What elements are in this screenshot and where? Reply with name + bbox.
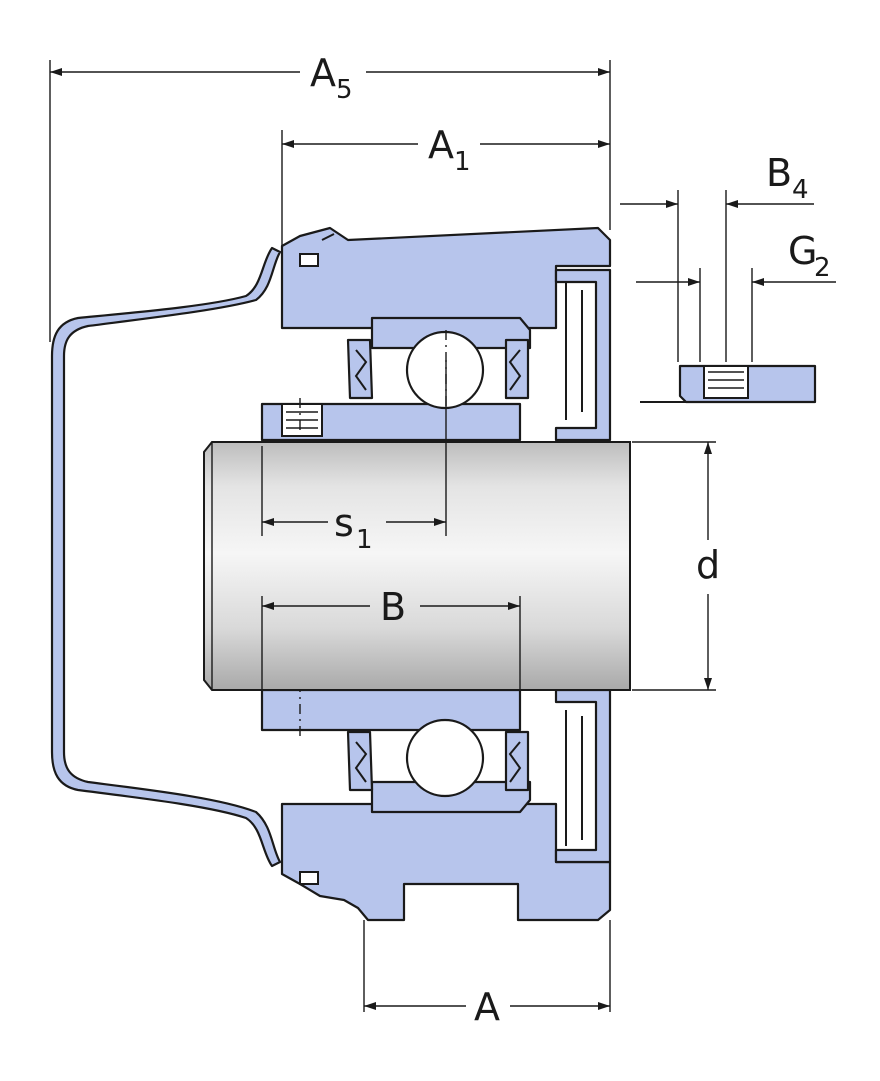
label-G2: G 2 [788, 229, 831, 283]
svg-text:5: 5 [336, 75, 353, 105]
shaft [203, 441, 631, 691]
housing-bottom [280, 802, 612, 922]
detail-inset-set-screw [640, 364, 817, 404]
end-cover [50, 246, 282, 868]
label-A1: A 1 [428, 123, 471, 177]
ball-bottom [405, 718, 485, 798]
label-A5: A 5 [310, 51, 353, 105]
bearing-seal-left-top [346, 338, 374, 400]
svg-text:d: d [696, 543, 720, 587]
dimension-lines [50, 68, 836, 1010]
end-seal-top [554, 268, 612, 442]
svg-text:4: 4 [792, 175, 809, 205]
label-d: d [696, 543, 720, 587]
bearing-seal-right-bottom [504, 730, 530, 792]
svg-text:B: B [766, 151, 792, 195]
label-s1: s 1 [334, 501, 373, 555]
ball-top [405, 330, 485, 410]
svg-text:B: B [380, 585, 406, 629]
outer-ring-bottom [370, 780, 532, 814]
bearing-seal-right-top [504, 338, 530, 400]
label-B4: B 4 [766, 151, 809, 205]
svg-text:A: A [310, 51, 336, 95]
svg-text:A: A [428, 123, 454, 167]
svg-text:2: 2 [814, 253, 831, 283]
svg-text:s: s [334, 501, 354, 545]
svg-text:A: A [474, 985, 500, 1029]
inner-ring-top [260, 398, 522, 448]
end-seal-bottom [554, 688, 612, 864]
svg-text:G: G [788, 229, 817, 273]
label-A: A [474, 985, 500, 1029]
svg-text:1: 1 [356, 525, 373, 555]
bearing-seal-left-bottom [346, 730, 374, 792]
label-B: B [380, 585, 406, 629]
svg-text:1: 1 [454, 147, 471, 177]
extension-lines [49, 60, 753, 1012]
